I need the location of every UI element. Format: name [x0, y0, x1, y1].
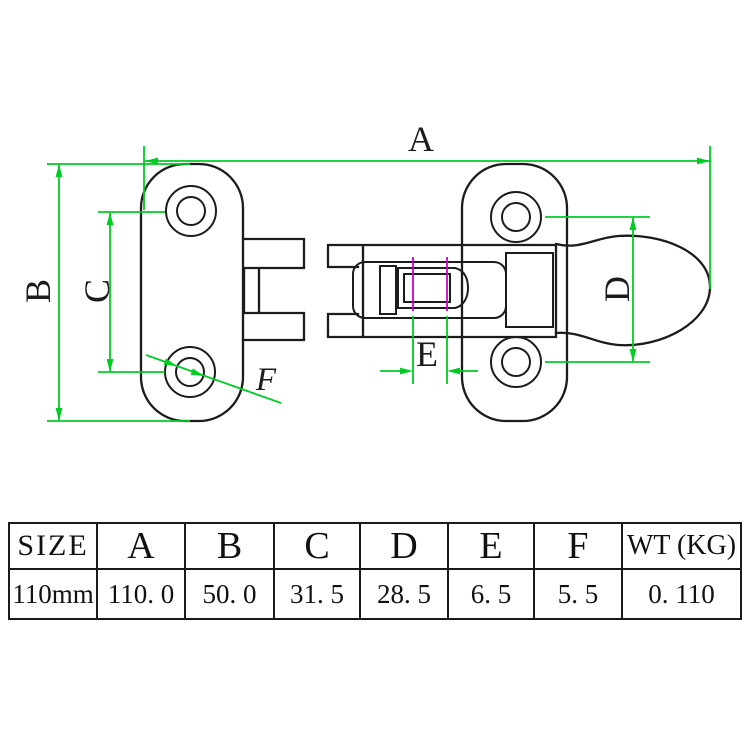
- slide-bolt: [397, 267, 470, 309]
- base-plate-right: [460, 162, 569, 423]
- dim-c-arrow-top: [106, 212, 114, 225]
- spec-header-weight: WT (KG): [623, 524, 740, 570]
- hinge-knuckle: [241, 237, 306, 342]
- spec-header-b: B: [186, 524, 275, 570]
- spec-value-a: 110. 0: [98, 570, 186, 618]
- dim-f-arrow-left: [163, 358, 177, 366]
- dim-label-d: D: [597, 276, 637, 302]
- spec-value-b: 50. 0: [186, 570, 275, 618]
- spec-value-weight: 0. 110: [648, 578, 715, 609]
- spec-header-c: C: [275, 524, 361, 570]
- dimension-e: E: [380, 316, 478, 384]
- dim-a-arrow-right: [697, 157, 710, 165]
- dimension-b: B: [18, 163, 190, 422]
- slide-bolt-inner: [403, 273, 451, 303]
- dim-d-arrow-bottom: [629, 349, 637, 362]
- screw-hole-top-right-outer: [490, 191, 542, 243]
- dimension-a: A: [143, 119, 711, 289]
- dim-a-arrow-left: [145, 157, 158, 165]
- spec-value-d: 28. 5: [361, 570, 449, 618]
- dim-e-arrow-right: [447, 367, 460, 375]
- spec-header-size: SIZE: [10, 524, 98, 570]
- screw-hole-bottom-right-inner: [501, 347, 531, 377]
- dim-label-e: E: [416, 334, 438, 374]
- spec-header-a: A: [98, 524, 186, 570]
- screw-hole-top-right-inner: [501, 202, 531, 232]
- screw-hole-bottom-right-outer: [490, 336, 542, 388]
- latch-arm: [326, 243, 558, 339]
- dim-label-c: C: [77, 279, 117, 303]
- dimension-d: D: [545, 216, 650, 363]
- dim-b-arrow-bottom: [55, 408, 63, 421]
- screw-hole-top-left-outer: [165, 185, 217, 237]
- dimension-f: F: [145, 354, 282, 404]
- screw-hole-bottom-left-outer: [164, 346, 216, 398]
- dim-label-a: A: [408, 119, 434, 159]
- spec-header-d: D: [361, 524, 449, 570]
- dim-b-arrow-top: [55, 164, 63, 177]
- spec-table: SIZE A B C D E F WT (KG) 110mm 110. 0 50…: [8, 522, 742, 620]
- spec-value-c: 31. 5: [275, 570, 361, 618]
- spec-header-e: E: [449, 524, 535, 570]
- spec-value-e: 6. 5: [449, 570, 535, 618]
- dim-label-b: B: [18, 279, 58, 303]
- dim-label-f: F: [255, 362, 277, 398]
- dim-f-arrow-right: [190, 368, 204, 376]
- dimension-c: C: [77, 211, 165, 373]
- bolt-travel-marks: [412, 257, 448, 311]
- base-plate-left: [139, 162, 245, 423]
- bolt-socket: [505, 252, 554, 328]
- screw-hole-top-left-inner: [176, 196, 206, 226]
- spec-header-f: F: [535, 524, 623, 570]
- dim-d-arrow-top: [629, 217, 637, 230]
- dim-e-arrow-left: [400, 367, 413, 375]
- screw-hole-bottom-left-inner: [175, 357, 205, 387]
- spec-value-f: 5. 5: [535, 570, 623, 618]
- dim-c-arrow-bottom: [106, 359, 114, 372]
- bolt-slot: [352, 261, 507, 319]
- bolt-tail-cap: [379, 265, 397, 315]
- spec-value-size: 110mm: [10, 570, 98, 618]
- latch-outline-group: [139, 162, 712, 423]
